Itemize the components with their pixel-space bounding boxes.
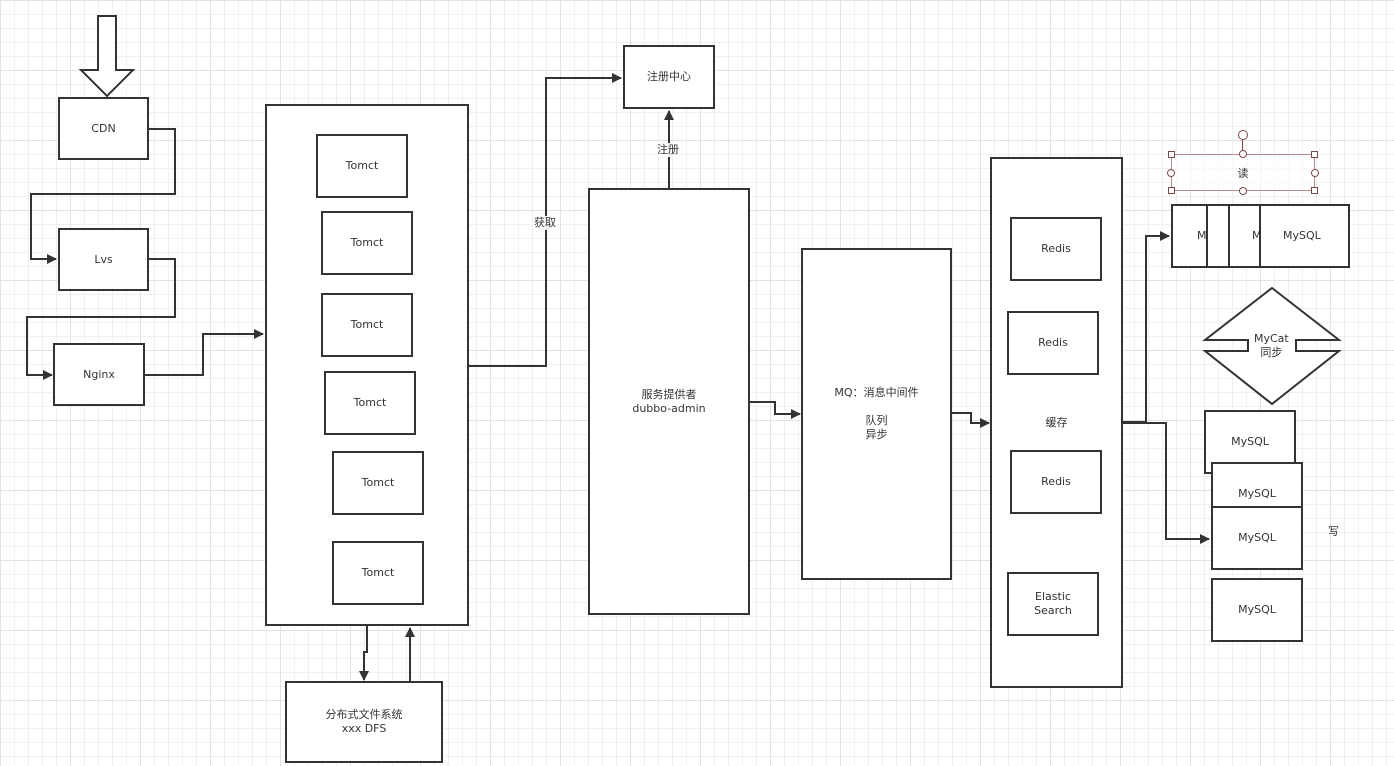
tomcat-node[interactable]: Tomct <box>321 293 413 357</box>
tomcat-node[interactable]: Tomct <box>324 371 416 435</box>
mysql-label: MySQL <box>1231 435 1269 448</box>
mysql-cell-label: MySQL <box>1283 229 1321 242</box>
cache-label: 缓存 <box>1045 415 1068 429</box>
mycat-label: MyCat 同步 <box>1254 332 1289 359</box>
lvs-label: Lvs <box>94 252 113 266</box>
registry-label: 注册中心 <box>647 70 691 83</box>
redis-label: Redis <box>1038 336 1068 349</box>
nginx-node[interactable]: Nginx <box>53 343 145 406</box>
tomcat-node[interactable]: Tomct <box>321 211 413 275</box>
tomcat-label: Tomct <box>353 396 387 409</box>
tomcat-node[interactable]: Tomct <box>316 134 408 198</box>
resize-handle[interactable] <box>1311 187 1318 194</box>
provider-label: 服务提供者 dubbo-admin <box>632 387 706 415</box>
divider <box>1206 206 1208 266</box>
resize-handle[interactable] <box>1311 169 1319 177</box>
resize-handle[interactable] <box>1239 187 1247 195</box>
cdn-node[interactable]: CDN <box>58 97 149 160</box>
edge-label-fetch: 获取 <box>534 216 556 230</box>
edge-label-register: 注册 <box>657 143 679 157</box>
edge-tomcat-dfs <box>359 626 369 681</box>
resize-handle[interactable] <box>1168 151 1175 158</box>
resize-handle[interactable] <box>1311 151 1318 158</box>
redis-node[interactable]: Redis <box>1007 311 1099 375</box>
mysql-node[interactable]: MySQL <box>1211 578 1303 642</box>
read-mysql-group[interactable]: M M MySQL <box>1171 204 1350 268</box>
tomcat-node[interactable]: Tomct <box>332 451 424 515</box>
edge-mq-cache <box>951 412 990 428</box>
mysql-node[interactable]: MySQL <box>1211 506 1303 570</box>
redis-label: Redis <box>1041 475 1071 488</box>
mq-node[interactable]: MQ：消息中间件 队列 异步 <box>801 248 952 580</box>
registry-node[interactable]: 注册中心 <box>623 45 715 109</box>
edge-cache-read <box>1122 231 1170 423</box>
redis-label: Redis <box>1041 242 1071 255</box>
tomcat-label: Tomct <box>361 476 395 489</box>
elasticsearch-node[interactable]: Elastic Search <box>1007 572 1099 636</box>
edge-provider-mq <box>749 401 801 419</box>
nginx-label: Nginx <box>83 367 115 381</box>
divider <box>1259 206 1261 266</box>
rotate-handle[interactable] <box>1238 130 1248 140</box>
elasticsearch-label: Elastic Search <box>1034 590 1072 617</box>
cdn-label: CDN <box>91 121 116 135</box>
tomcat-label: Tomct <box>350 236 384 249</box>
mysql-cell-label: M <box>1252 229 1262 242</box>
dfs-node[interactable]: 分布式文件系统 xxx DFS <box>285 681 443 763</box>
read-label: 读 <box>1237 166 1249 180</box>
mysql-cell-label: M <box>1197 229 1207 242</box>
edge-cache-write <box>1122 422 1210 544</box>
read-annotation-selected[interactable]: 读 <box>1171 154 1315 191</box>
tomcat-label: Tomct <box>361 566 395 579</box>
lvs-node[interactable]: Lvs <box>58 228 149 291</box>
tomcat-label: Tomct <box>350 318 384 331</box>
edge-nginx-tomcat <box>145 329 264 376</box>
write-label: 写 <box>1328 525 1339 538</box>
mysql-label: MySQL <box>1238 487 1276 500</box>
tomcat-label: Tomct <box>345 159 379 172</box>
tomcat-node[interactable]: Tomct <box>332 541 424 605</box>
resize-handle[interactable] <box>1168 187 1175 194</box>
divider <box>1228 206 1230 266</box>
mysql-label: MySQL <box>1238 531 1276 544</box>
redis-node[interactable]: Redis <box>1010 217 1102 281</box>
mq-label: MQ：消息中间件 队列 异步 <box>834 386 919 441</box>
redis-node[interactable]: Redis <box>1010 450 1102 514</box>
provider-node[interactable]: 服务提供者 dubbo-admin <box>588 188 750 615</box>
entry-arrow-icon <box>78 15 136 98</box>
resize-handle[interactable] <box>1239 150 1247 158</box>
rotate-handle-stem <box>1242 139 1243 151</box>
dfs-label: 分布式文件系统 xxx DFS <box>325 708 403 735</box>
resize-handle[interactable] <box>1167 169 1175 177</box>
mysql-label: MySQL <box>1238 603 1276 616</box>
